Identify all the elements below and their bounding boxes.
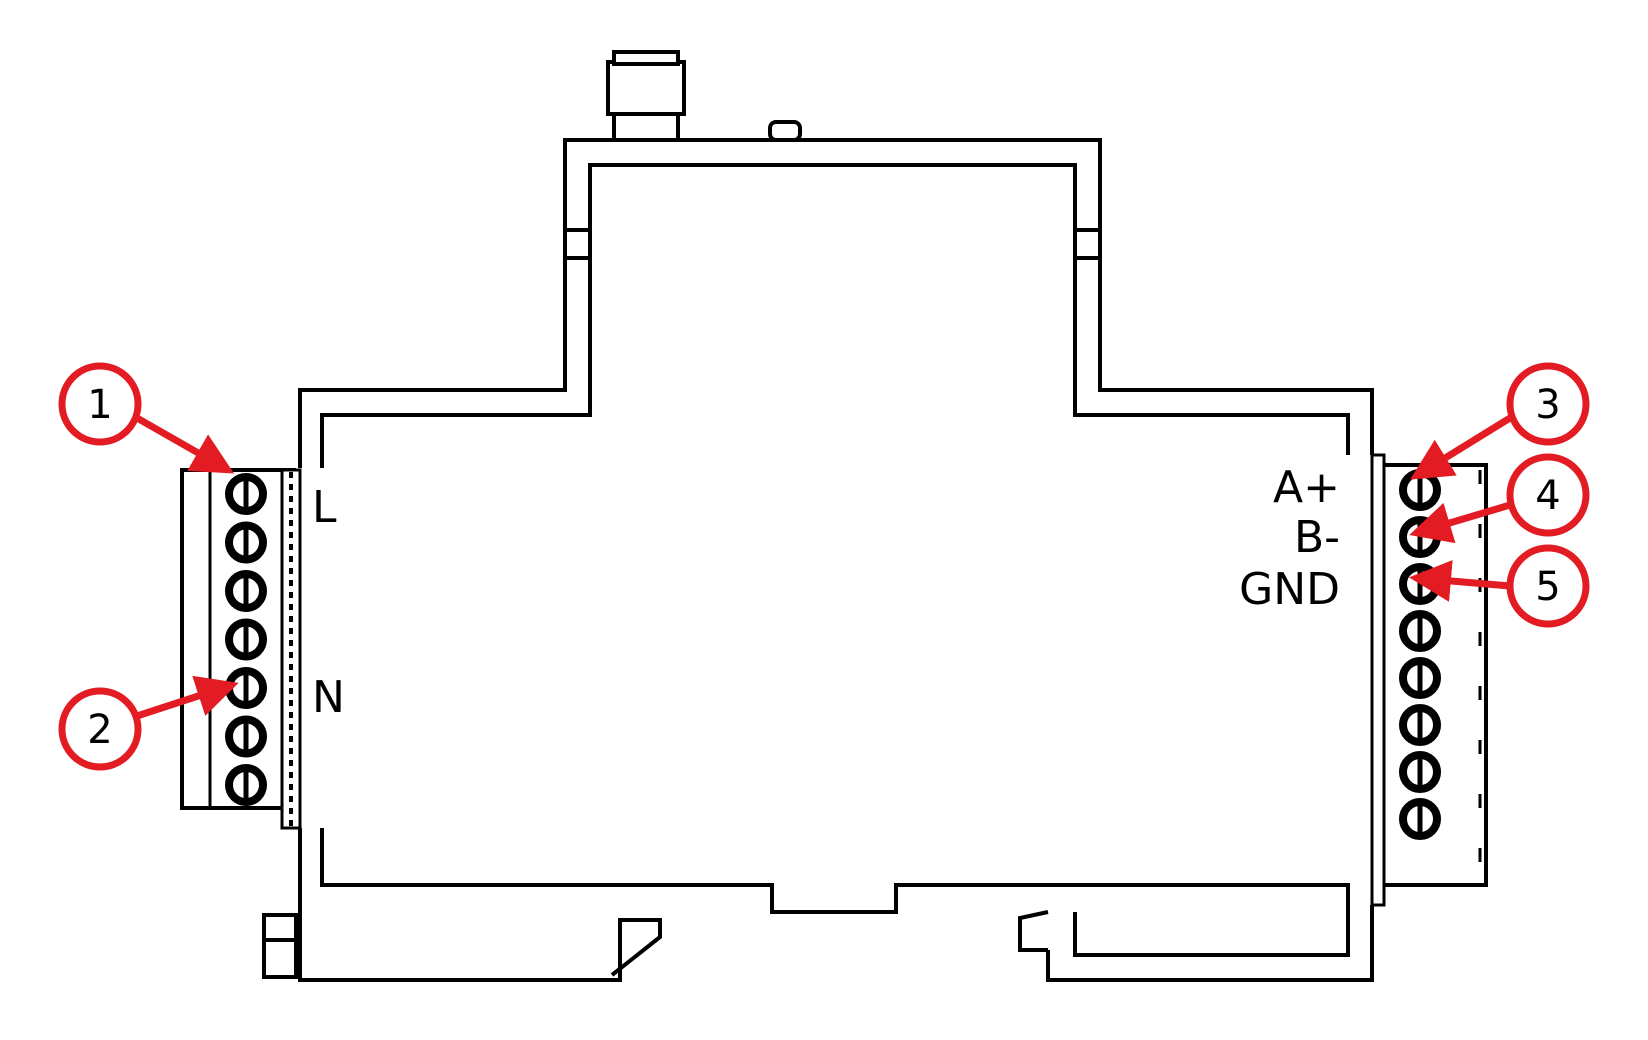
left-screw-1 xyxy=(225,473,267,515)
arrow-2 xyxy=(135,675,239,720)
left-screw-3 xyxy=(225,570,267,612)
arrow-3 xyxy=(1410,415,1512,480)
callout-3: 3 xyxy=(1506,362,1590,446)
label-n: N xyxy=(312,672,345,723)
right-screw-6 xyxy=(1399,704,1441,746)
arrow-1 xyxy=(135,414,235,474)
right-screw-8 xyxy=(1399,798,1441,840)
antenna-connector xyxy=(606,50,802,142)
callout-1: 1 xyxy=(58,362,142,446)
left-terminal-block xyxy=(180,468,302,830)
left-screw-2 xyxy=(225,521,267,564)
label-l: L xyxy=(312,482,337,533)
callout-5-label: 5 xyxy=(1535,564,1560,610)
callout-arrows xyxy=(135,414,1512,720)
left-screw-5 xyxy=(225,667,267,709)
right-screw-5 xyxy=(1399,657,1441,699)
callout-4-label: 4 xyxy=(1535,473,1560,519)
device-housing xyxy=(262,138,1374,982)
callout-5: 5 xyxy=(1506,544,1590,628)
callout-2-label: 2 xyxy=(87,707,112,753)
callout-1-label: 1 xyxy=(87,382,112,428)
label-gnd: GND xyxy=(1239,564,1340,615)
callout-2: 2 xyxy=(58,687,142,771)
arrow-5 xyxy=(1409,560,1511,602)
right-screw-1 xyxy=(1399,469,1441,511)
left-screw-7 xyxy=(225,764,267,806)
arrow-4 xyxy=(1409,501,1511,544)
right-terminal-block xyxy=(1370,453,1488,907)
callout-4: 4 xyxy=(1506,453,1590,537)
label-a-plus: A+ xyxy=(1273,462,1340,513)
callout-3-label: 3 xyxy=(1535,382,1560,428)
label-b-minus: B- xyxy=(1294,512,1340,563)
right-screw-4 xyxy=(1399,610,1441,652)
right-screw-7 xyxy=(1399,751,1441,793)
left-screw-6 xyxy=(225,715,267,758)
right-screw-3 xyxy=(1399,563,1441,605)
left-screw-4 xyxy=(225,618,267,661)
